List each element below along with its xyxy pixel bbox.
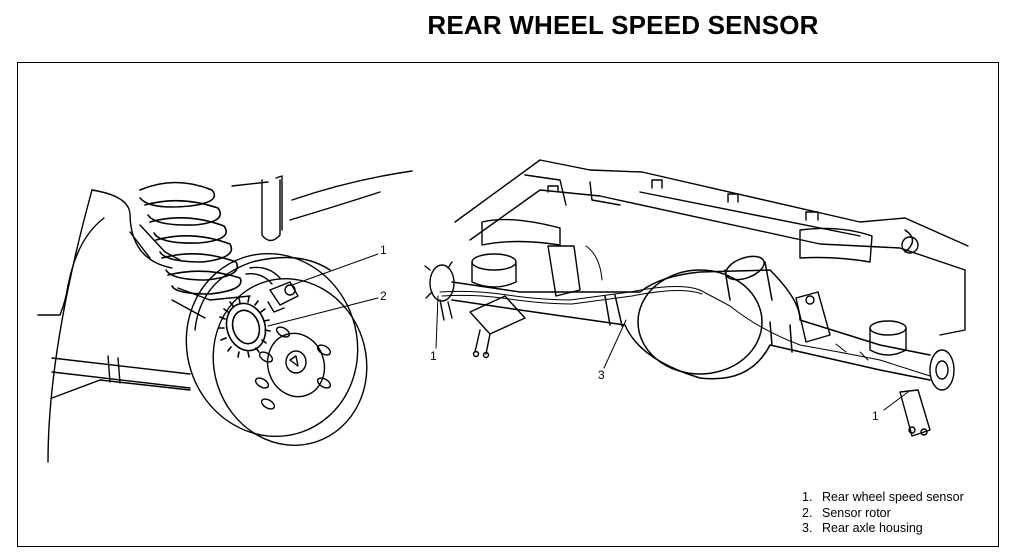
callout-left-1: 1 bbox=[380, 243, 387, 257]
legend-item: 1. Rear wheel speed sensor bbox=[802, 490, 964, 506]
left-axle-flange bbox=[424, 261, 526, 359]
callout-right-1b: 1 bbox=[872, 409, 879, 423]
callout-left-2: 2 bbox=[380, 289, 387, 303]
legend-label: Rear wheel speed sensor bbox=[822, 490, 964, 504]
rear-axle-view: 1 3 1 bbox=[424, 159, 969, 437]
coil-spring bbox=[139, 181, 242, 295]
shock-absorber bbox=[261, 175, 283, 242]
sensor-harness bbox=[439, 245, 931, 377]
legend-label: Rear axle housing bbox=[822, 521, 923, 535]
left-spring-seat bbox=[471, 245, 581, 297]
legend-item: 3. Rear axle housing bbox=[802, 521, 964, 537]
left-detail-view: 1 2 bbox=[37, 170, 413, 463]
axle-housing bbox=[451, 255, 931, 381]
callout-right-3: 3 bbox=[598, 368, 605, 382]
wheel-speed-sensor bbox=[245, 266, 299, 313]
diagram-frame bbox=[17, 62, 999, 547]
legend-item: 2. Sensor rotor bbox=[802, 506, 964, 522]
sensor-rotor bbox=[218, 296, 271, 358]
legend-number: 3. bbox=[802, 521, 813, 535]
brake-drum bbox=[185, 252, 368, 446]
page-title: REAR WHEEL SPEED SENSOR bbox=[427, 10, 819, 40]
legend: 1. Rear wheel speed sensor 2. Sensor rot… bbox=[802, 490, 964, 537]
callout-right-1a: 1 bbox=[430, 349, 437, 363]
legend-label: Sensor rotor bbox=[822, 505, 891, 520]
legend-number: 1. bbox=[802, 490, 813, 504]
legend-number: 2. bbox=[802, 505, 813, 520]
right-axle-flange bbox=[899, 349, 955, 437]
